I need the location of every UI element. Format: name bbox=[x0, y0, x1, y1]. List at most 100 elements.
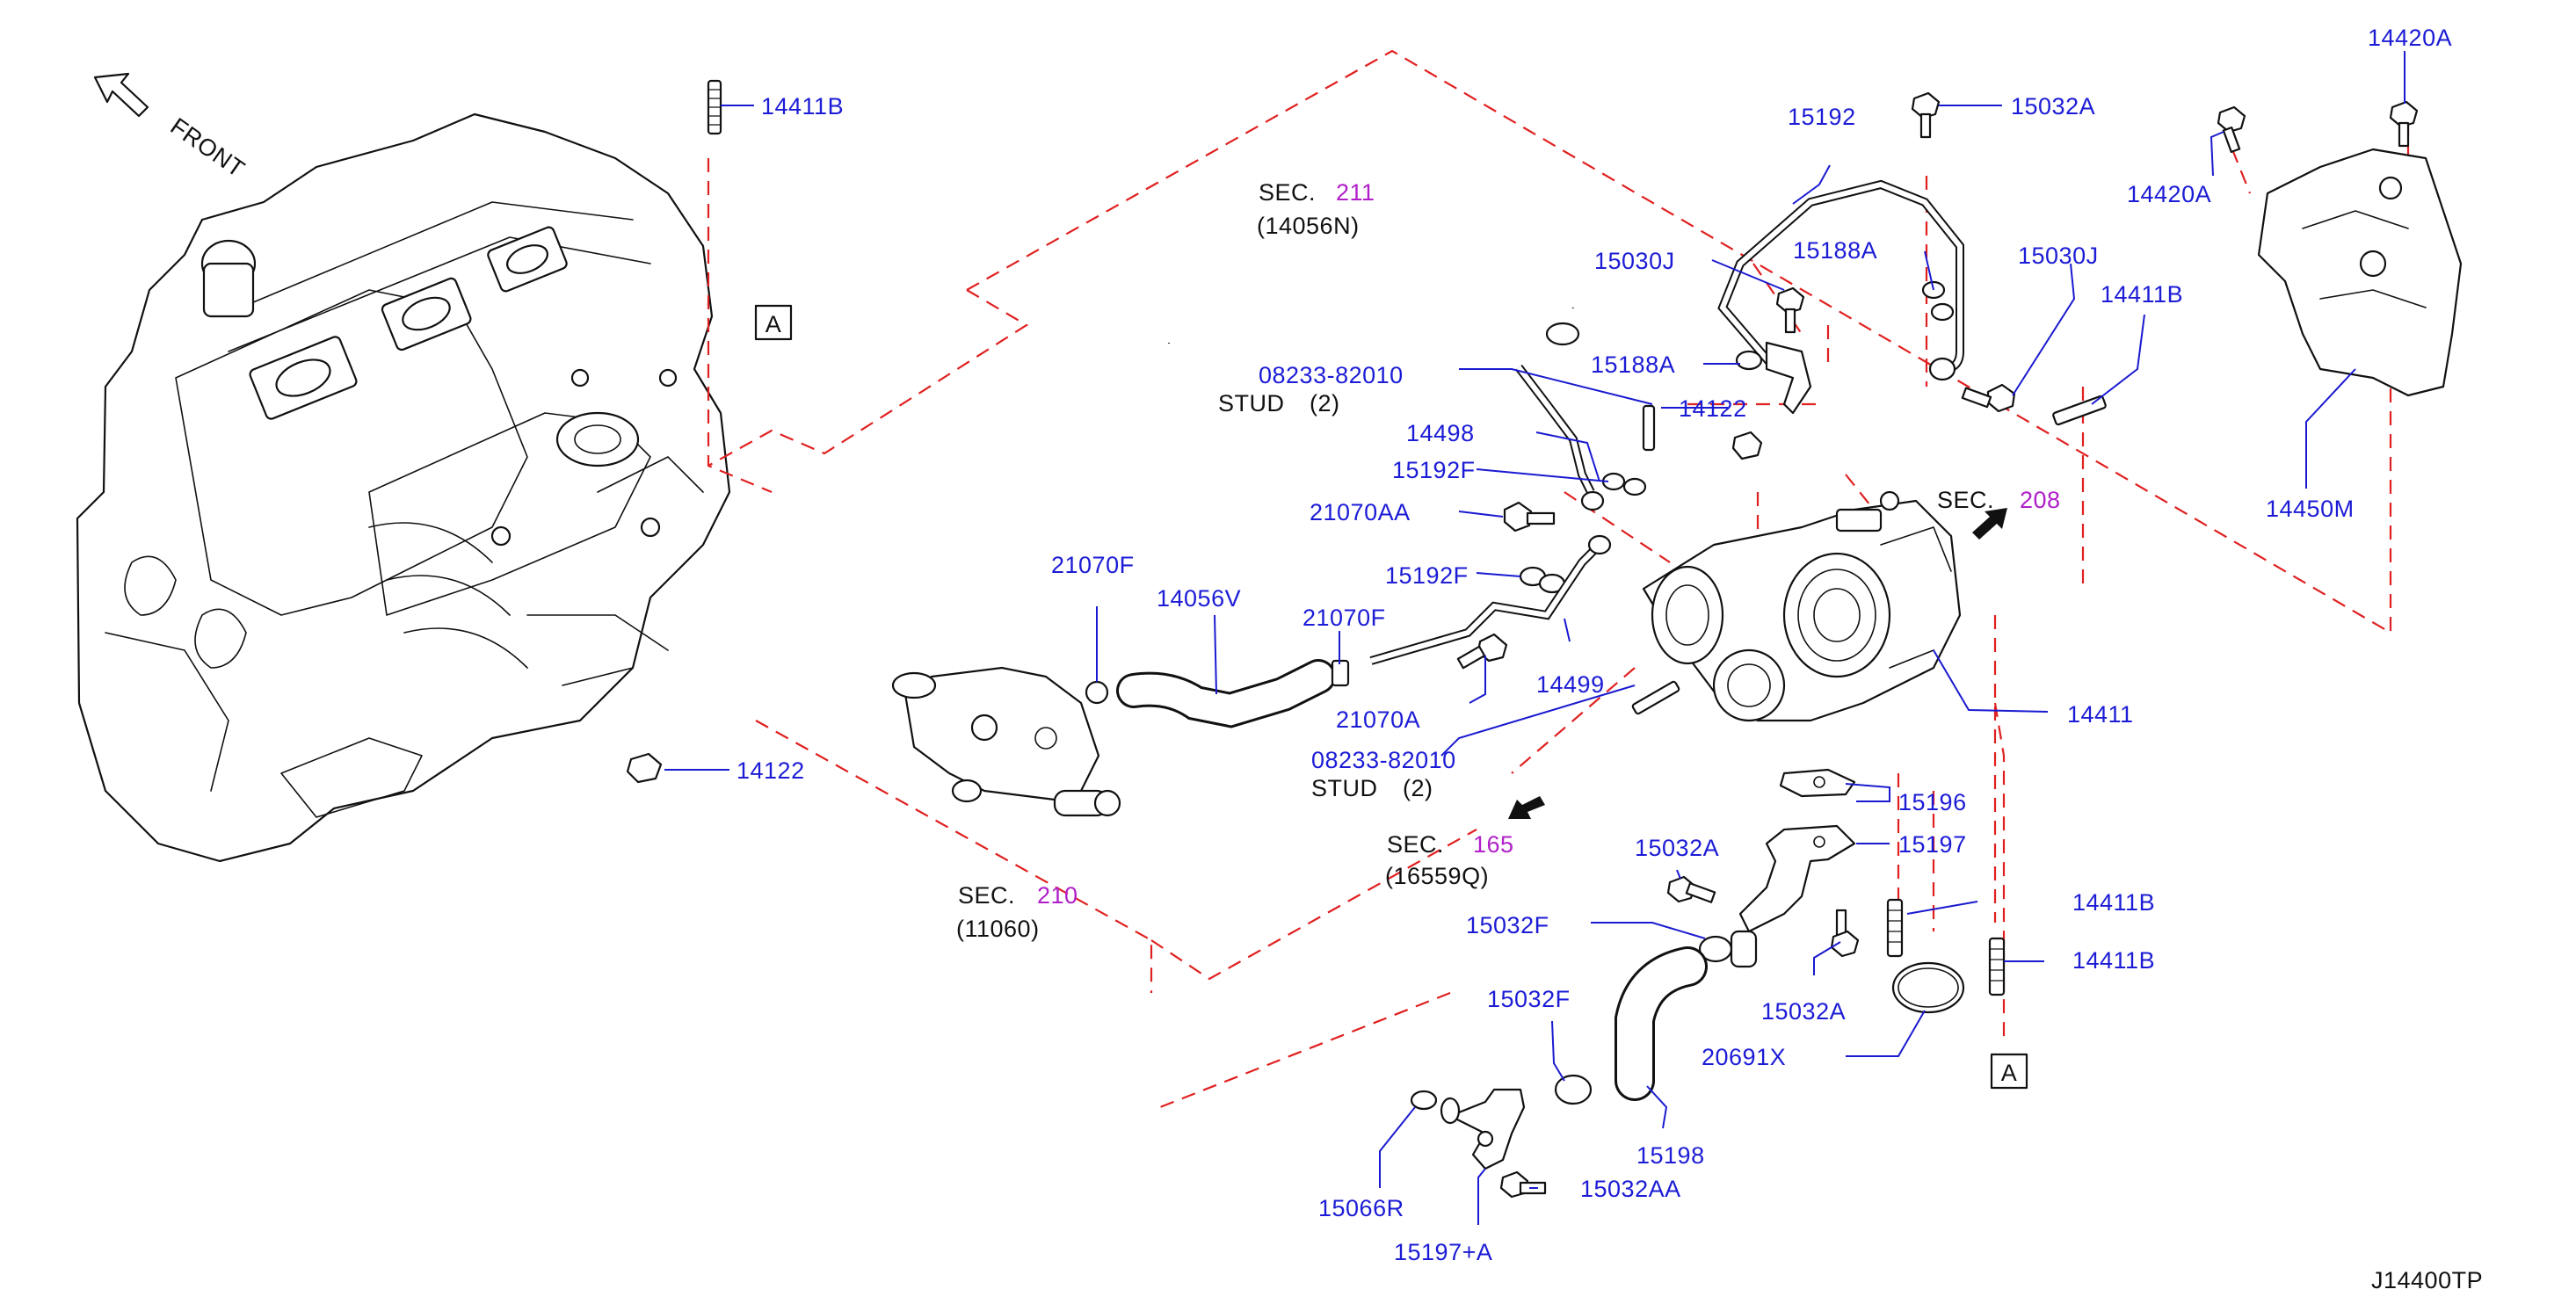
label-15032f-low[interactable]: 15032F bbox=[1487, 986, 1571, 1012]
label-14411b-b2[interactable]: 14411B bbox=[2072, 947, 2155, 974]
stud-14122-mid-icon[interactable] bbox=[1642, 404, 1656, 452]
svg-text:A: A bbox=[2001, 1060, 2018, 1086]
arrow-sec-165-icon bbox=[1508, 796, 1545, 819]
sec-210-prefix: SEC. bbox=[958, 882, 1015, 909]
label-15066r[interactable]: 15066R bbox=[1318, 1195, 1404, 1221]
arrow-sec-208-icon bbox=[1972, 508, 2007, 540]
label-15032f-top[interactable]: 15032F bbox=[1466, 912, 1549, 938]
part-labels: 14411B 14122 SEC. 211 (14056N) 15192 150… bbox=[737, 25, 2483, 1293]
water-outlet-11060-icon[interactable] bbox=[891, 666, 1121, 817]
label-21070aa[interactable]: 21070AA bbox=[1310, 499, 1411, 525]
clamp-15032f-low-icon[interactable] bbox=[1554, 1074, 1593, 1105]
label-14411b-b1[interactable]: 14411B bbox=[2072, 889, 2155, 916]
label-15192[interactable]: 15192 bbox=[1788, 104, 1856, 130]
label-14450m[interactable]: 14450M bbox=[2266, 496, 2355, 522]
label-15032a-mid[interactable]: 15032A bbox=[1635, 835, 1719, 861]
label-15197[interactable]: 15197 bbox=[1898, 831, 1967, 858]
label-15192f-top[interactable]: 15192F bbox=[1392, 457, 1476, 483]
label-15198[interactable]: 15198 bbox=[1636, 1142, 1705, 1169]
stud-14411b-b2-icon[interactable] bbox=[1988, 937, 2006, 996]
label-14499[interactable]: 14499 bbox=[1536, 671, 1605, 698]
bolt-15032aa-icon[interactable] bbox=[1499, 1170, 1547, 1199]
hose-15198-icon[interactable] bbox=[1615, 946, 1708, 1101]
stud-note-top: STUD bbox=[1218, 390, 1285, 417]
label-14420a-left[interactable]: 14420A bbox=[2127, 181, 2211, 207]
reference-box-top: A bbox=[754, 304, 793, 341]
o-ring-20691x-icon[interactable] bbox=[1891, 961, 1965, 1014]
label-14122-left[interactable]: 14122 bbox=[737, 757, 805, 784]
sec-165-sub: (16559Q) bbox=[1385, 863, 1489, 889]
label-15032aa[interactable]: 15032AA bbox=[1580, 1176, 1681, 1202]
stud-qty-top: (2) bbox=[1310, 390, 1340, 417]
bolt-15030j-right-icon[interactable] bbox=[1961, 383, 2016, 413]
bolt-14420a-left-icon[interactable] bbox=[2217, 105, 2246, 154]
label-21070f-mid[interactable]: 21070F bbox=[1303, 605, 1386, 631]
hose-14056v-icon[interactable] bbox=[1116, 659, 1336, 728]
bolt-15030j-left-icon[interactable] bbox=[1775, 286, 1805, 334]
nut-14122-mid-icon[interactable] bbox=[1731, 431, 1763, 460]
sec-165-prefix: SEC. bbox=[1387, 831, 1444, 858]
gasket-15188a-top-icon[interactable] bbox=[1921, 280, 1955, 322]
connector-15197a-icon[interactable] bbox=[1440, 1088, 1526, 1170]
sec-211-number[interactable]: 211 bbox=[1336, 179, 1375, 206]
bolt-21070aa-icon[interactable] bbox=[1503, 501, 1556, 532]
label-20691x[interactable]: 20691X bbox=[1702, 1044, 1786, 1070]
stud-note-bottom: STUD bbox=[1311, 775, 1378, 801]
stud-14411b-b1-icon[interactable] bbox=[1886, 898, 1904, 958]
label-21070f-left[interactable]: 21070F bbox=[1051, 552, 1135, 578]
clamp-15032f-top-icon[interactable] bbox=[1698, 930, 1758, 968]
label-15192f-mid[interactable]: 15192F bbox=[1385, 562, 1469, 589]
leader-lines bbox=[664, 51, 2405, 1225]
sec-210-number[interactable]: 210 bbox=[1037, 882, 1078, 909]
clamp-21070f-icon[interactable] bbox=[1085, 659, 1350, 705]
label-14420a-top[interactable]: 14420A bbox=[2368, 25, 2452, 51]
gasket-15192f-top-icon[interactable] bbox=[1580, 472, 1647, 511]
gasket-15188a-mid-icon[interactable] bbox=[1735, 350, 1763, 371]
label-14056v[interactable]: 14056V bbox=[1157, 585, 1241, 612]
sec-165-number[interactable]: 165 bbox=[1473, 831, 1514, 858]
sec-210-sub: (11060) bbox=[956, 916, 1040, 942]
label-15188a-top[interactable]: 15188A bbox=[1793, 237, 1877, 264]
turbocharger-14411-icon[interactable] bbox=[1642, 490, 1962, 722]
nut-14122-left-icon[interactable] bbox=[626, 752, 663, 784]
bolt-15032a-top-icon[interactable] bbox=[1911, 91, 1941, 139]
sec-208-prefix: SEC. bbox=[1937, 487, 1994, 513]
label-15030j-right[interactable]: 15030J bbox=[2018, 243, 2099, 269]
label-14411b-right[interactable]: 14411B bbox=[2101, 281, 2183, 308]
label-14498[interactable]: 14498 bbox=[1406, 420, 1475, 446]
label-15188a-mid[interactable]: 15188A bbox=[1591, 351, 1675, 378]
gasket-15192f-mid-icon[interactable] bbox=[1519, 566, 1566, 594]
heat-insulator-14450m-icon[interactable] bbox=[2257, 148, 2463, 397]
sec-211-sub: (14056N) bbox=[1257, 213, 1360, 239]
clamp-14056n-icon[interactable] bbox=[1545, 322, 1580, 346]
label-21070a[interactable]: 21070A bbox=[1336, 706, 1420, 733]
bolt-15032a-low-icon[interactable] bbox=[1830, 909, 1860, 958]
label-15032a-low[interactable]: 15032A bbox=[1761, 998, 1846, 1025]
label-08233-top[interactable]: 08233-82010 bbox=[1259, 362, 1404, 388]
label-14411[interactable]: 14411 bbox=[2067, 701, 2134, 728]
label-15030j-left[interactable]: 15030J bbox=[1594, 248, 1675, 274]
stud-qty-bottom: (2) bbox=[1403, 775, 1433, 801]
tube-14499-icon[interactable] bbox=[1369, 534, 1612, 665]
gasket-15196-icon[interactable] bbox=[1779, 768, 1856, 798]
hose-14056n-icon[interactable] bbox=[1159, 195, 1587, 344]
label-08233-bottom[interactable]: 08233-82010 bbox=[1311, 747, 1456, 773]
oil-pipe-15192-icon[interactable] bbox=[1717, 179, 1964, 415]
front-label: FRONT bbox=[166, 112, 250, 182]
label-15032a-top[interactable]: 15032A bbox=[2011, 93, 2095, 120]
label-15197a[interactable]: 15197+A bbox=[1394, 1239, 1492, 1265]
label-14411b-top[interactable]: 14411B bbox=[761, 93, 844, 120]
label-14122-mid[interactable]: 14122 bbox=[1679, 395, 1747, 422]
sec-211-prefix: SEC. bbox=[1259, 179, 1316, 206]
engine-block-illustration bbox=[76, 112, 731, 863]
stud-08233-bottom-icon[interactable] bbox=[1631, 680, 1680, 715]
label-15196[interactable]: 15196 bbox=[1898, 789, 1967, 815]
stud-14411b-top-icon[interactable] bbox=[707, 79, 722, 135]
o-ring-15066r-icon[interactable] bbox=[1410, 1090, 1438, 1111]
sec-208-number[interactable]: 208 bbox=[2020, 487, 2061, 513]
bolt-15032a-mid-icon[interactable] bbox=[1666, 875, 1716, 903]
bolt-21070a-icon[interactable] bbox=[1456, 633, 1508, 670]
oil-return-15197-icon[interactable] bbox=[1738, 824, 1856, 933]
bolt-14420a-top-icon[interactable] bbox=[2389, 100, 2419, 148]
